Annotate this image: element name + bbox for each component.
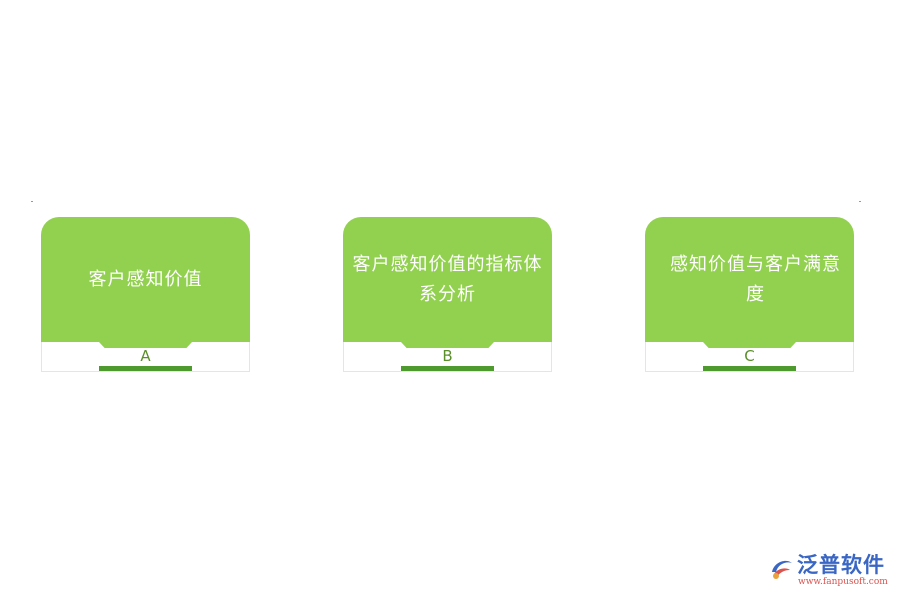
fanpu-logo: 泛普软件 www.fanpusoft.com	[768, 552, 893, 590]
card-b: 客户感知价值的指标体系分析 B	[343, 217, 552, 372]
card-title: 客户感知价值	[88, 268, 203, 290]
logo-name: 泛普软件	[797, 553, 885, 577]
corner-tick	[31, 201, 33, 202]
card-header	[41, 217, 250, 342]
card-letter: A	[140, 347, 151, 365]
card-notch	[99, 342, 192, 348]
card-header	[645, 217, 854, 342]
card-base-bar	[401, 366, 494, 371]
logo-url: www.fanpusoft.com	[798, 577, 888, 587]
fanpu-logo-icon	[772, 560, 792, 579]
card-title: 客户感知价值的指标体系分析	[352, 253, 543, 305]
card-title: 感知价值与客户满意度	[670, 253, 841, 305]
card-letter: C	[744, 347, 755, 365]
card-c: 感知价值与客户满意度 C	[645, 217, 854, 372]
card-letter: B	[442, 347, 453, 365]
card-base-bar	[703, 366, 796, 371]
card-notch	[401, 342, 494, 348]
card-header	[343, 217, 552, 342]
card-a: 客户感知价值 A	[41, 217, 250, 372]
card-base-bar	[99, 366, 192, 371]
card-notch	[703, 342, 796, 348]
corner-tick	[859, 201, 861, 202]
